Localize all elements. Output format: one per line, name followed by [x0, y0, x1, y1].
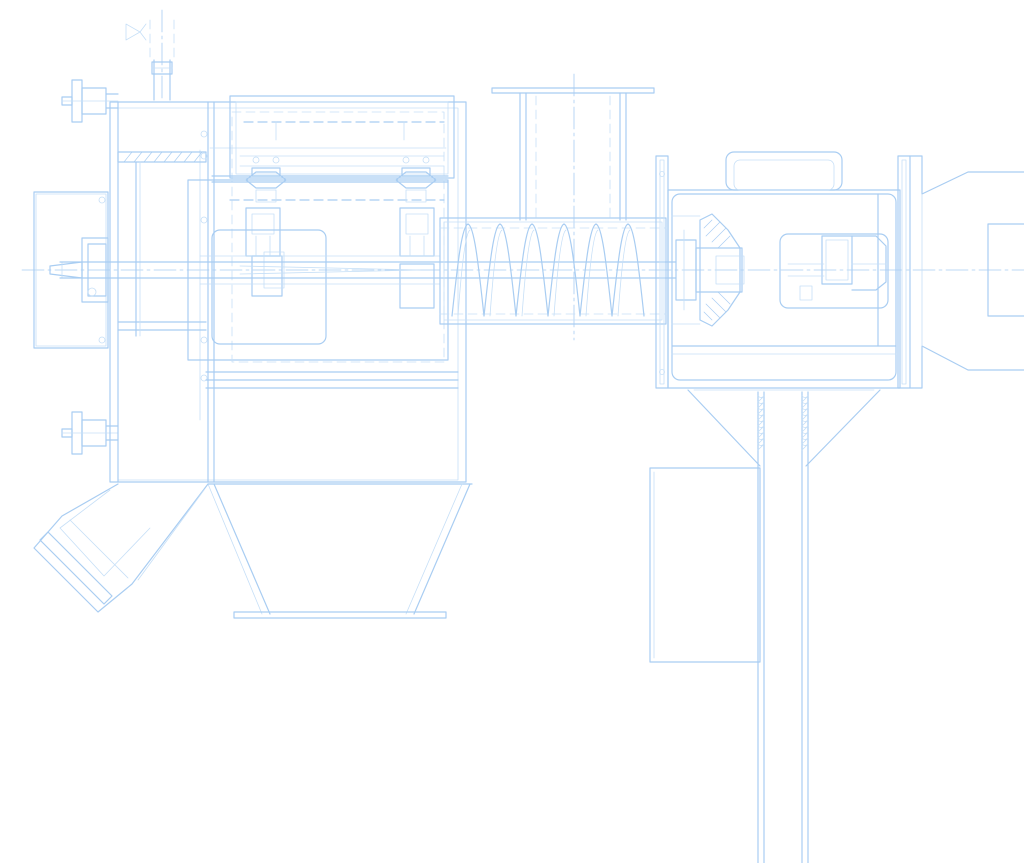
top-vent-pipe: [125, 9, 175, 101]
left-end-cover: [33, 191, 109, 349]
control-box: [649, 467, 761, 663]
support-leg-right: [801, 391, 809, 863]
support-leg-left: [757, 391, 765, 863]
screw-conveyor: [439, 217, 667, 325]
bottom-left-knob: [61, 411, 119, 455]
screw-flight: [451, 223, 645, 317]
top-left-knob: [61, 79, 119, 123]
rounded-guard: [211, 229, 327, 345]
bearing-assembly: [675, 213, 745, 327]
coupling-assembly: [779, 233, 889, 309]
drive-motor: [909, 155, 1024, 389]
cover-latch-left: [245, 121, 287, 203]
inner-clamp-left: [245, 207, 285, 297]
drive-flanges: [655, 155, 911, 389]
inlet-chute: [491, 73, 655, 341]
drive-housing: [667, 151, 901, 389]
lower-cone: [687, 389, 881, 467]
drawing-lines: [21, 9, 1024, 863]
discharge-hopper: [207, 483, 473, 619]
cover-latch-right: [395, 121, 437, 203]
inner-clamp-right: [399, 207, 435, 309]
oversize-outlet: [33, 483, 209, 613]
sieve-housing: [109, 101, 467, 483]
